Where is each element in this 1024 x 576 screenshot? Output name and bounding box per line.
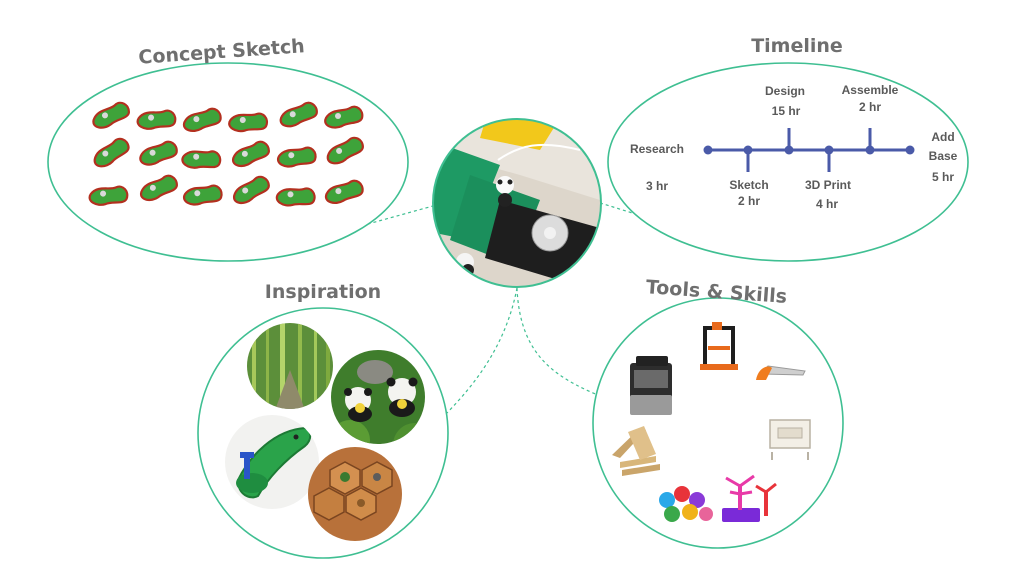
- timeline-chart: Research 3 hr Sketch 2 hr Design 15 hr 3…: [630, 83, 958, 211]
- timeline-bubble: [607, 62, 969, 262]
- panda-figurines-photo: [331, 350, 425, 444]
- timeline-step-name: Assemble: [842, 83, 899, 97]
- bamboo-forest-photo: [247, 323, 333, 409]
- timeline-step-time: 3 hr: [646, 179, 668, 193]
- mini-golf-hole-photo: [225, 415, 319, 509]
- hand-saw-icon: [756, 365, 806, 380]
- concept-sketch-bubble: [47, 62, 409, 262]
- connector-inspiration: [439, 287, 518, 421]
- timeline-step-name-line2: Base: [929, 149, 958, 163]
- wood-frame-icon: [769, 419, 811, 460]
- timeline-step-name: 3D Print: [805, 178, 851, 192]
- timeline-step-name: Research: [630, 142, 684, 156]
- timeline-step-name-line1: Add: [931, 130, 954, 144]
- connector-tools: [516, 287, 611, 401]
- center-photo: [432, 118, 602, 288]
- timeline-step-name: Design: [765, 84, 805, 98]
- timeline-title: Timeline: [751, 35, 843, 57]
- 3d-printer-open-frame-icon: [700, 322, 738, 370]
- printed-trees-icon: [722, 474, 777, 522]
- lumber-stack-icon: [612, 426, 660, 476]
- inspiration-title: Inspiration: [265, 281, 381, 303]
- hex-tile-board-photo: [308, 447, 402, 541]
- timeline-step-time: 2 hr: [859, 100, 881, 114]
- timeline-step-time: 2 hr: [738, 194, 760, 208]
- 3d-printer-enclosed-icon: [630, 356, 672, 415]
- timeline-step-name: Sketch: [729, 178, 768, 192]
- printed-figures-icon: [659, 486, 713, 522]
- timeline-step-time: 4 hr: [816, 197, 838, 211]
- timeline-step-time: 15 hr: [772, 104, 801, 118]
- timeline-step-time: 5 hr: [932, 170, 954, 184]
